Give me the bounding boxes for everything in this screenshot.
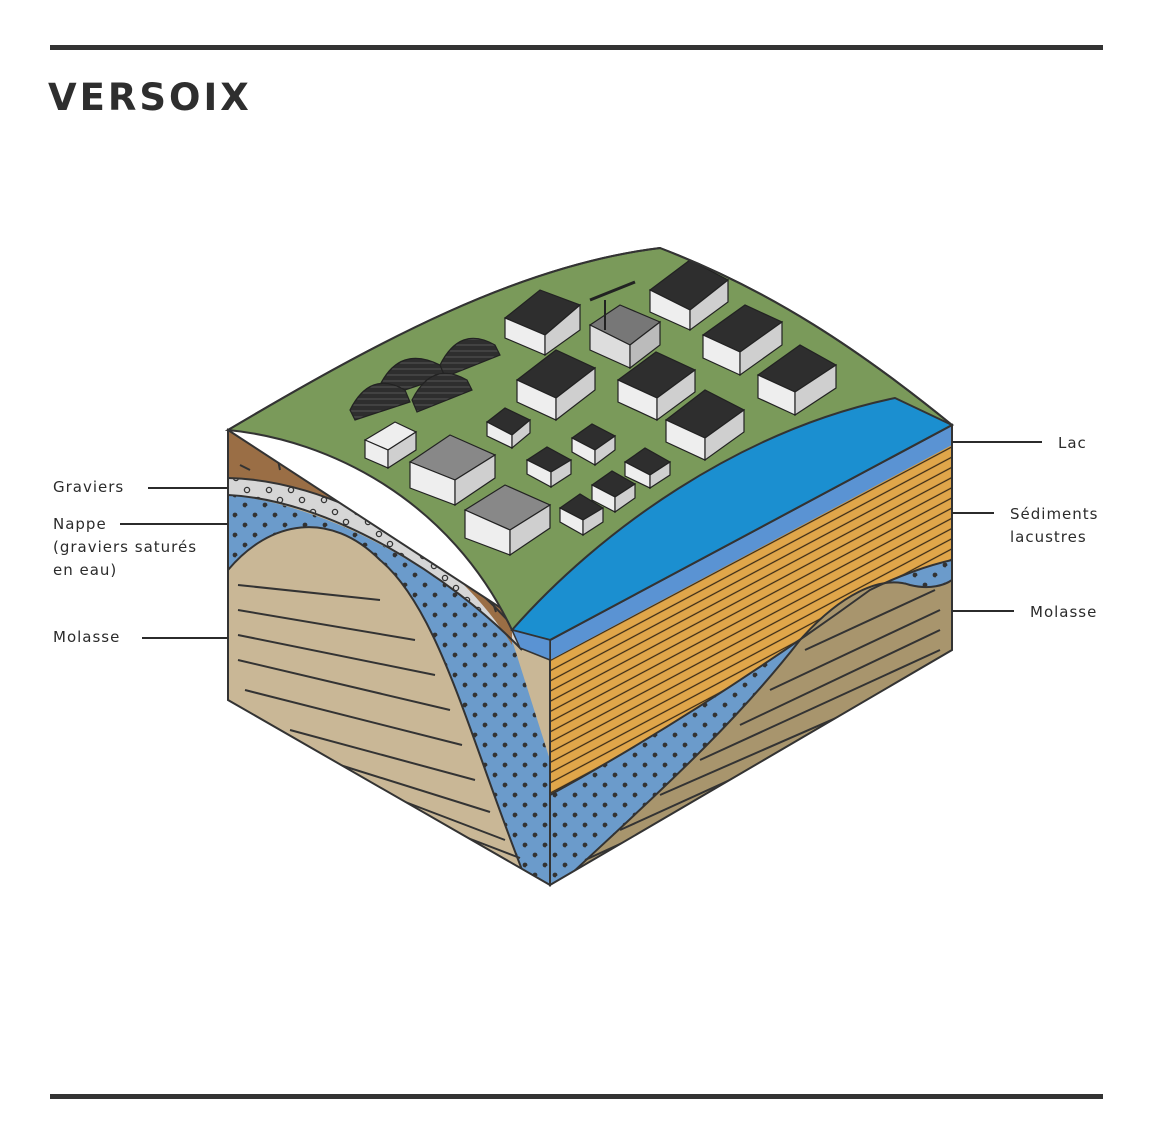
town-buildings (349, 259, 838, 557)
building-icon (363, 421, 418, 470)
building-icon (648, 259, 730, 332)
building-icon (701, 304, 784, 377)
leader-molasse-right (952, 610, 1014, 612)
building-icon (408, 434, 497, 507)
label-molasse-left: Molasse (53, 628, 121, 646)
leader-lac (952, 441, 1042, 443)
label-nappe: Nappe (graviers saturés en eau) (53, 515, 198, 579)
right-face (550, 425, 952, 885)
house-icon (558, 493, 605, 537)
bottom-rule (50, 1094, 1103, 1099)
molasse-left-lines (237, 584, 521, 859)
house-icon (525, 446, 573, 489)
top-rule (50, 45, 1103, 50)
house-icon (590, 470, 637, 514)
leader-nappe (120, 523, 228, 525)
greenhouse-icon (349, 337, 501, 421)
building-icon (664, 389, 746, 462)
house-icon (570, 423, 617, 467)
house-icon (485, 407, 532, 450)
label-sediments: Sédiments lacustres (1010, 505, 1099, 546)
leader-sediments (952, 512, 994, 514)
leader-graviers (148, 487, 228, 489)
molasse-left-layer (228, 430, 550, 885)
building-icon (515, 349, 597, 422)
molasse-right-layer (550, 580, 952, 885)
building-icon (503, 289, 582, 357)
left-face (228, 430, 550, 885)
building-icon (616, 351, 697, 422)
graviers-layer (228, 430, 512, 645)
label-molasse-right: Molasse (1030, 603, 1098, 621)
crane-icon (588, 280, 662, 370)
lake-side (550, 425, 952, 660)
house-icon (623, 447, 672, 490)
label-graviers: Graviers (53, 478, 125, 496)
leader-molasse-left (142, 637, 228, 639)
lake-surface (510, 396, 955, 642)
building-icon (463, 484, 552, 557)
building-icon (756, 344, 838, 417)
label-lac: Lac (1058, 434, 1087, 452)
page-title: VERSOIX (48, 76, 252, 119)
